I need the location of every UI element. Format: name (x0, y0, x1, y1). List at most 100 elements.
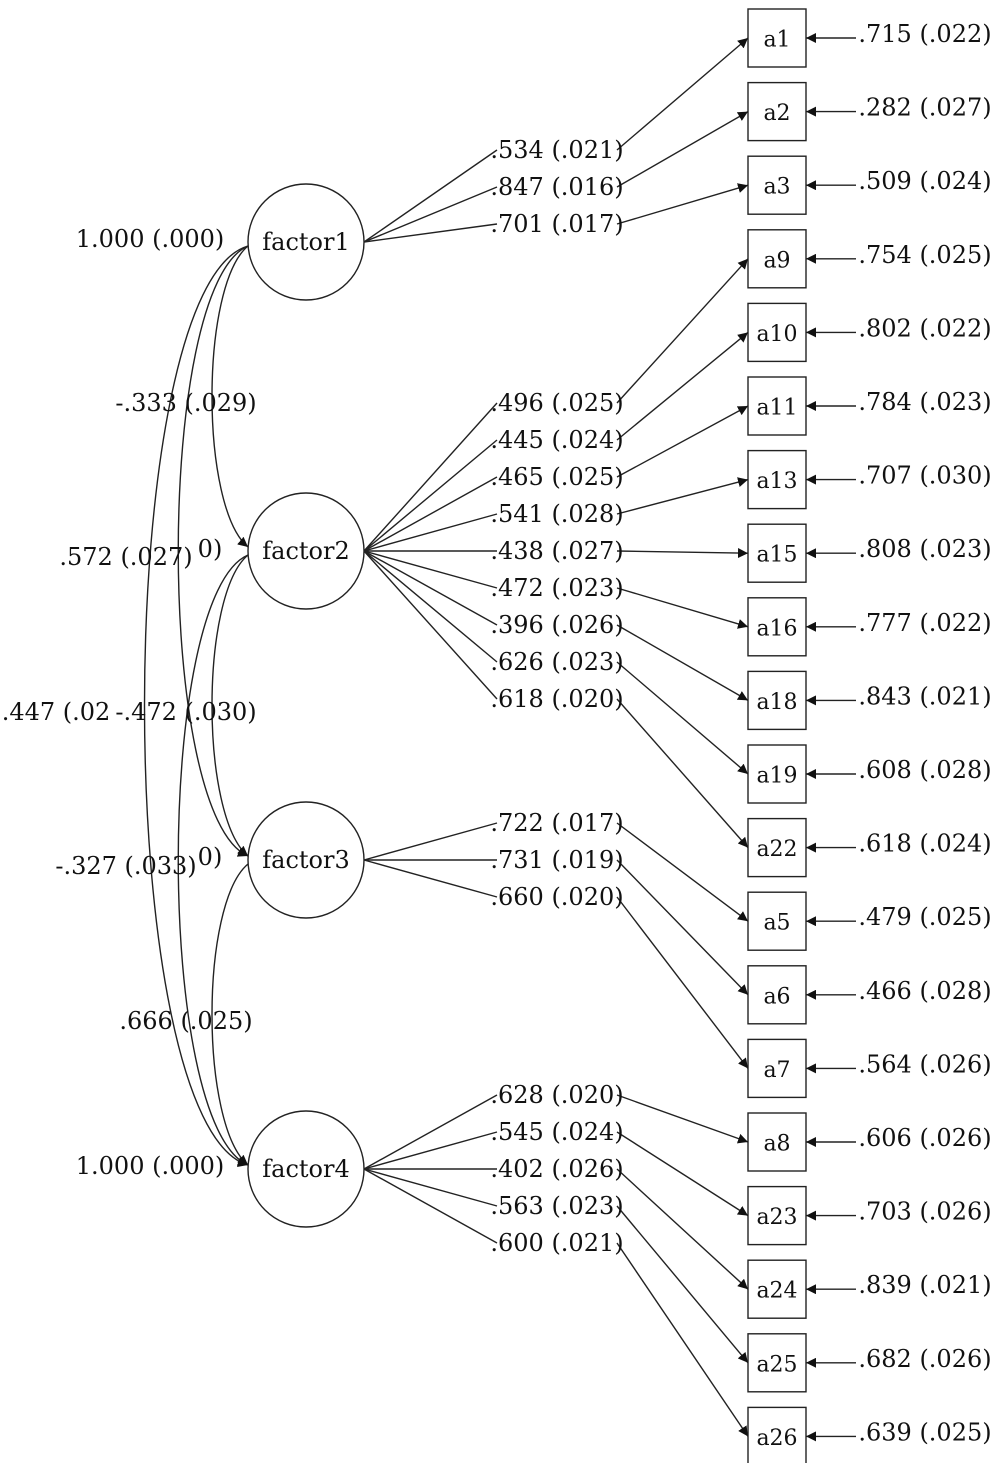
factor-label-factor3: factor3 (262, 846, 349, 874)
indicator-box-a8 (747, 1112, 807, 1172)
residual-label-a9: .754 (.025) (858, 241, 991, 269)
loading-line-a16 (363, 550, 498, 589)
residual-label-a22: .618 (.024) (858, 830, 991, 858)
loading-arrow-a13 (616, 477, 749, 515)
correlation-label-factor1-factor3: .572 (.027) (59, 543, 192, 571)
loading-label-a18: .396 (.026) (490, 611, 623, 639)
loading-arrow-a15 (616, 548, 749, 559)
indicator-label-a1: a1 (763, 28, 790, 53)
loading-arrow-a18 (616, 624, 749, 702)
loading-arrow-a16 (616, 587, 749, 629)
indicator-label-a6: a6 (763, 984, 790, 1009)
loading-arrow-a25 (616, 1205, 749, 1364)
correlation-factor2-factor4 (177, 546, 260, 1166)
loading-line-a26 (363, 1168, 498, 1244)
loading-arrow-a3 (616, 183, 749, 225)
loading-line-a8 (363, 1094, 498, 1170)
residual-label-a8: .606 (.026) (858, 1124, 991, 1152)
indicator-box-a16 (747, 597, 807, 657)
indicator-box-a15 (747, 523, 807, 583)
loading-line-a2 (363, 186, 498, 243)
loading-label-a8: .628 (.020) (490, 1081, 623, 1109)
residual-label-a16: .777 (.022) (858, 609, 991, 637)
indicator-box-a22 (747, 817, 807, 878)
loading-label-a23: .545 (.024) (490, 1118, 623, 1146)
residual-label-a25: .682 (.026) (858, 1345, 991, 1373)
residual-label-a15: .808 (.023) (858, 535, 991, 563)
loading-arrow-a22 (616, 698, 749, 849)
indicator-label-a24: a24 (756, 1279, 797, 1304)
correlation-label-factor2-factor3: -.472 (.030) (115, 698, 256, 726)
variance-label-factor4: 1.000 (.000) (76, 1152, 225, 1180)
residual-label-a23: .703 (.026) (858, 1198, 991, 1226)
loading-arrow-a7 (616, 896, 749, 1069)
indicator-label-a13: a13 (756, 469, 797, 494)
indicator-label-a25: a25 (756, 1352, 797, 1377)
factor-label-factor2: factor2 (262, 537, 349, 565)
indicator-box-a23 (747, 1185, 807, 1246)
correlation-label-factor3-factor4: .666 (.025) (119, 1007, 252, 1035)
indicator-label-a2: a2 (763, 101, 790, 126)
indicator-box-a13 (747, 449, 807, 510)
loading-label-a26: .600 (.021) (490, 1229, 623, 1257)
loading-label-a5: .722 (.017) (490, 809, 623, 837)
indicator-label-a22: a22 (756, 837, 797, 862)
indicator-box-a7 (747, 1038, 807, 1099)
correlation-factor3-factor4 (211, 853, 259, 1166)
residual-label-a7: .564 (.026) (858, 1050, 991, 1078)
residual-label-a1: .715 (.022) (858, 20, 991, 48)
indicator-label-a7: a7 (763, 1058, 790, 1083)
loading-label-a9: .496 (.025) (490, 389, 623, 417)
indicator-label-a8: a8 (763, 1132, 790, 1157)
loading-line-a3 (363, 223, 498, 243)
loading-line-a19 (363, 550, 498, 663)
variance-label-factor1: 1.000 (.000) (76, 225, 225, 253)
indicator-box-a26 (747, 1406, 807, 1463)
loading-label-a7: .660 (.020) (490, 883, 623, 911)
loading-line-a18 (363, 550, 498, 626)
loading-label-a3: .701 (.017) (490, 210, 623, 238)
loading-line-a23 (363, 1131, 498, 1170)
residual-label-a5: .479 (.025) (858, 903, 991, 931)
residual-label-a26: .639 (.025) (858, 1418, 991, 1446)
residual-label-a24: .839 (.021) (858, 1271, 991, 1299)
residual-label-a3: .509 (.024) (858, 167, 991, 195)
indicator-box-a24 (747, 1259, 807, 1319)
residual-label-a2: .282 (.027) (858, 94, 991, 122)
factor-label-factor4: factor4 (262, 1155, 349, 1183)
indicator-label-a3: a3 (763, 175, 790, 200)
indicator-box-a18 (747, 670, 807, 731)
clipped-label-factor2: 0) (198, 535, 223, 563)
indicator-label-a26: a26 (756, 1426, 797, 1451)
indicator-box-a9 (747, 229, 807, 289)
loading-arrow-a6 (616, 859, 749, 996)
indicator-box-a11 (747, 376, 807, 436)
factor-node-factor2 (247, 492, 365, 610)
indicator-box-a5 (747, 891, 807, 951)
loading-label-a22: .618 (.020) (490, 685, 623, 713)
residual-label-a19: .608 (.028) (858, 756, 991, 784)
factor-node-factor4 (247, 1110, 365, 1228)
shapes-layer (247, 8, 807, 1463)
correlation-factor2-factor3 (211, 544, 259, 857)
loading-label-a1: .534 (.021) (490, 136, 623, 164)
loading-label-a6: .731 (.019) (490, 846, 623, 874)
indicator-label-a18: a18 (756, 690, 797, 715)
loading-line-a5 (363, 822, 498, 861)
loading-label-a11: .465 (.025) (490, 463, 623, 491)
correlation-factor1-factor2 (211, 235, 259, 548)
loading-line-a9 (363, 402, 498, 552)
indicator-box-a19 (747, 744, 807, 804)
loading-arrow-a5 (616, 822, 749, 922)
indicator-label-a11: a11 (756, 396, 797, 421)
loading-arrow-a9 (616, 258, 749, 404)
correlation-factor1-factor4 (143, 238, 260, 1167)
indicator-label-a5: a5 (763, 911, 790, 936)
loading-arrow-a10 (616, 331, 749, 441)
correlation-label-factor2-factor4: -.327 (.033) (55, 852, 196, 880)
correlation-factor1-factor3 (177, 237, 260, 857)
loading-arrow-a19 (616, 661, 749, 775)
factor-label-factor1: factor1 (262, 228, 349, 256)
correlation-label-factor1-factor4: .447 (.02 (2, 698, 111, 726)
